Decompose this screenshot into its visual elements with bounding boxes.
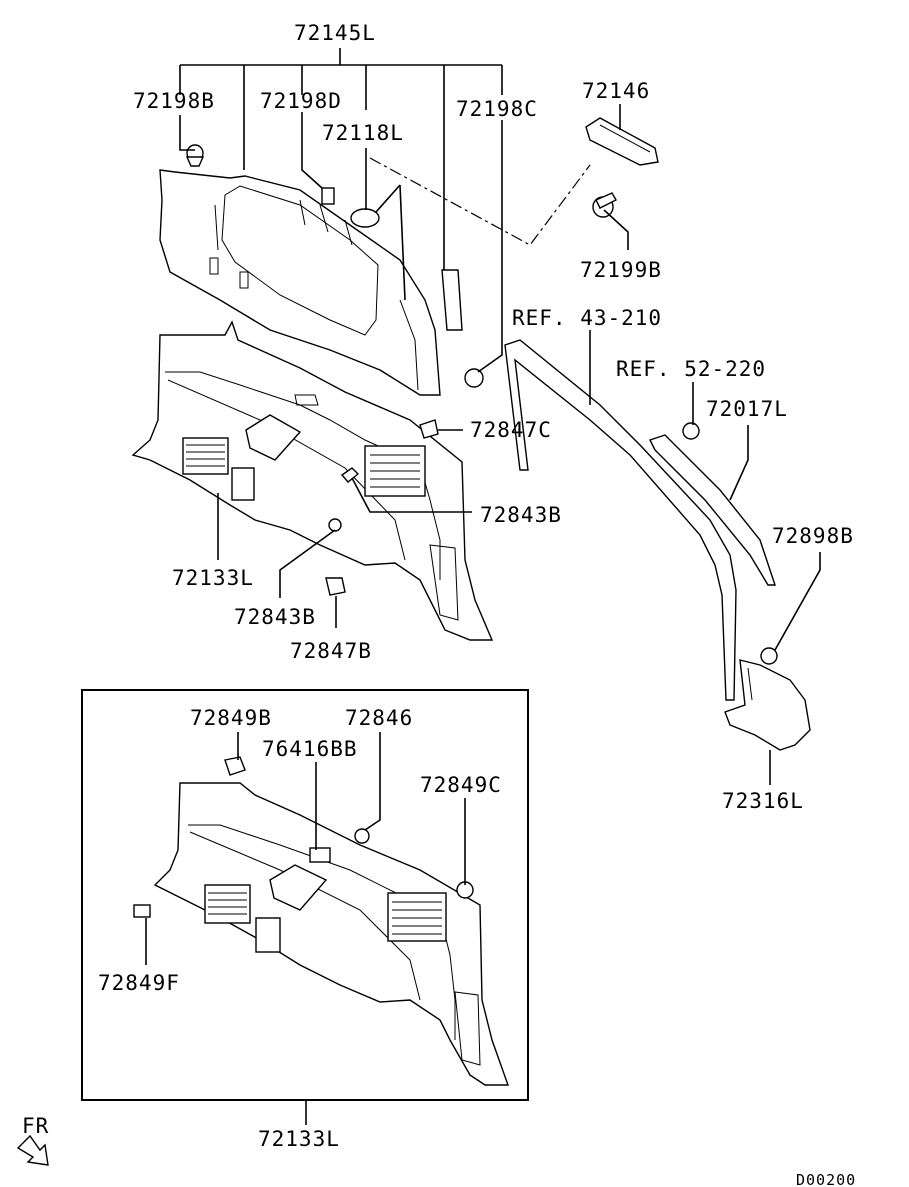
label-72146: 72146 (582, 79, 650, 103)
label-72133L-upper: 72133L (172, 566, 254, 590)
label-72199B: 72199B (580, 258, 662, 282)
label-76416BB: 76416BB (262, 737, 358, 761)
bracket-72146 (585, 117, 659, 166)
upper-quarter-trim-panel (159, 169, 441, 396)
label-72118L: 72118L (322, 121, 404, 145)
inset-leader-lines (145, 732, 466, 1125)
lower-quarter-trim-panel (131, 320, 494, 641)
label-72017L: 72017L (706, 397, 788, 421)
leader-lines (179, 48, 821, 785)
pillar-trim-strip (504, 339, 776, 701)
inset-lower-trim-panel (133, 756, 509, 1086)
label-fr: FR (22, 1114, 49, 1138)
label-72316L: 72316L (722, 789, 804, 813)
label-72847B: 72847B (290, 639, 372, 663)
label-72198C: 72198C (456, 97, 538, 121)
lower-cover-panel (724, 659, 811, 751)
label-72849B: 72849B (190, 706, 272, 730)
diagram-code: D00200 (796, 1171, 856, 1187)
label-72133L-inset: 72133L (258, 1127, 340, 1151)
label-72846: 72846 (345, 706, 413, 730)
label-72849C: 72849C (420, 773, 502, 797)
front-arrow-icon (16, 1134, 49, 1166)
label-72198B: 72198B (133, 89, 215, 113)
label-72198D: 72198D (260, 89, 342, 113)
label-72847C: 72847C (470, 418, 552, 442)
label-ref-52-220: REF. 52-220 (616, 357, 766, 381)
label-72843B-lower: 72843B (234, 605, 316, 629)
label-72843B-upper: 72843B (480, 503, 562, 527)
label-ref-43-210: REF. 43-210 (512, 306, 662, 330)
label-72898B: 72898B (772, 524, 854, 548)
fasteners (185, 144, 778, 665)
label-72145L: 72145L (294, 21, 376, 45)
inset-box (81, 689, 529, 1101)
label-72849F: 72849F (98, 971, 180, 995)
